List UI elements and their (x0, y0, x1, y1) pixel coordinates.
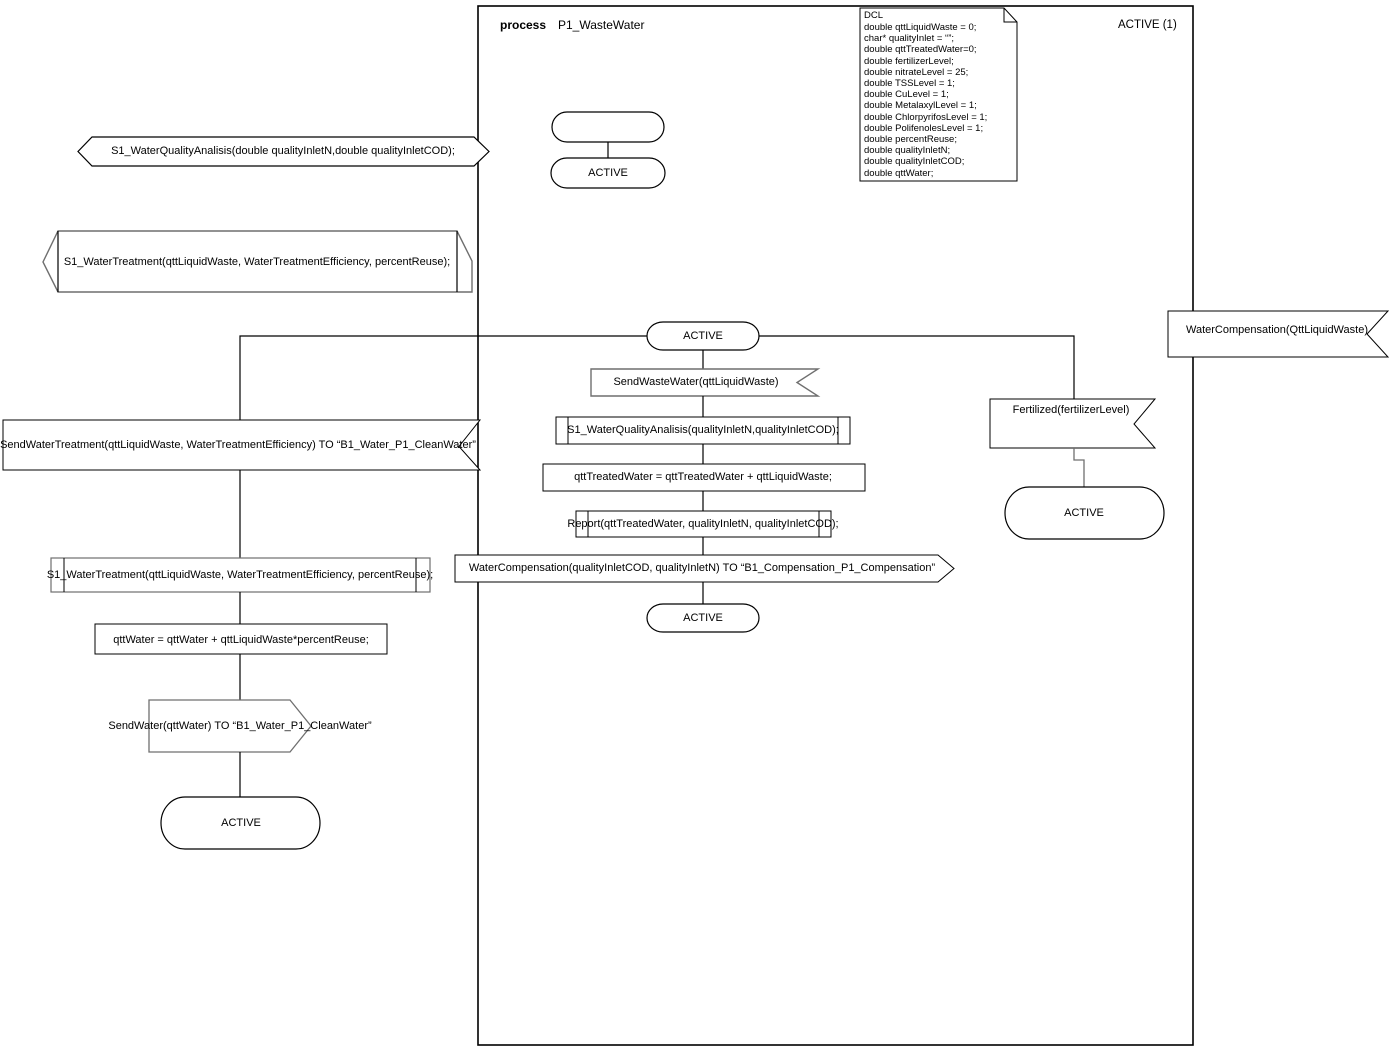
task-qtt-water-shape (94, 623, 388, 655)
connector-active-to-left-branch (239, 335, 647, 420)
call-water-quality-analysis-shape (555, 416, 851, 445)
output-send-water-treatment-shape (2, 419, 482, 471)
page-indicator: ACTIVE (1) (1118, 19, 1177, 31)
connector-fertilized-to-active (1073, 448, 1085, 487)
page-title: P1_WasteWater (558, 18, 645, 32)
call-water-treatment-shape (50, 557, 431, 593)
task-qtt-treated-water-shape (542, 463, 866, 492)
input-water-treatment-label: S1_WaterTreatment(qttLiquidWaste, WaterT… (63, 255, 451, 268)
state-active-right-label: ACTIVE (1064, 506, 1104, 519)
state-active-main-shape (646, 321, 760, 351)
state-active-main-label: ACTIVE (683, 329, 723, 342)
state-active-center-bottom-label: ACTIVE (683, 611, 723, 624)
input-fertilized-label: Fertilized(fertilizerLevel) (1012, 403, 1130, 416)
state-active-left-bottom-label: ACTIVE (221, 816, 261, 829)
call-water-quality-analysis-label: S1_WaterQualityAnalisis(qualityInletN,qu… (567, 423, 839, 436)
call-water-treatment-label: S1_WaterTreatment(qttLiquidWaste, WaterT… (46, 568, 434, 581)
output-send-water-label: SendWater(qttWater) TO “B1_Water_P1_Clea… (108, 719, 372, 732)
output-send-water-shape (148, 699, 312, 753)
input-water-compensation-label: WaterCompensation(QttLiquidWaste) (1186, 323, 1368, 336)
state-active-left-bottom-shape (160, 796, 321, 850)
output-send-waste-water-shape (590, 368, 821, 397)
call-report-label: Report(qttTreatedWater, qualityInletN, q… (567, 517, 839, 530)
input-water-compensation-shape (1167, 310, 1390, 358)
output-send-waste-water-label: SendWasteWater(qttLiquidWaste) (613, 375, 779, 388)
task-qtt-water-label: qttWater = qttWater + qttLiquidWaste*per… (113, 633, 369, 646)
declaration-note-fold (1003, 8, 1017, 23)
state-active-right-shape (1004, 486, 1165, 540)
output-send-water-treatment-label: SendWaterTreatment(qttLiquidWaste, Water… (0, 438, 476, 451)
declaration-note-shape (859, 7, 1018, 182)
task-qtt-treated-water-label: qttTreatedWater = qttTreatedWater + qttL… (574, 470, 832, 483)
process-keyword: process (500, 18, 547, 32)
input-water-quality-analysis-shape (77, 136, 490, 167)
output-water-compensation-label: WaterCompensation(qualityInletCOD, quali… (468, 561, 936, 574)
input-fertilized-shape (989, 398, 1157, 449)
declaration-note-header: DCL (864, 10, 884, 21)
state-active-start-shape (550, 157, 666, 189)
connector-active-to-right-branch (759, 335, 1075, 399)
declaration-note-lines: double qttLiquidWaste = 0; char* quality… (864, 22, 988, 179)
output-water-compensation-shape (454, 554, 955, 583)
start-symbol-shape (551, 111, 665, 143)
input-water-quality-analysis-label: S1_WaterQualityAnalisis(double qualityIn… (111, 144, 455, 157)
call-report-shape (575, 510, 832, 538)
state-active-center-bottom-shape (646, 603, 760, 633)
state-active-start-label: ACTIVE (588, 166, 628, 179)
